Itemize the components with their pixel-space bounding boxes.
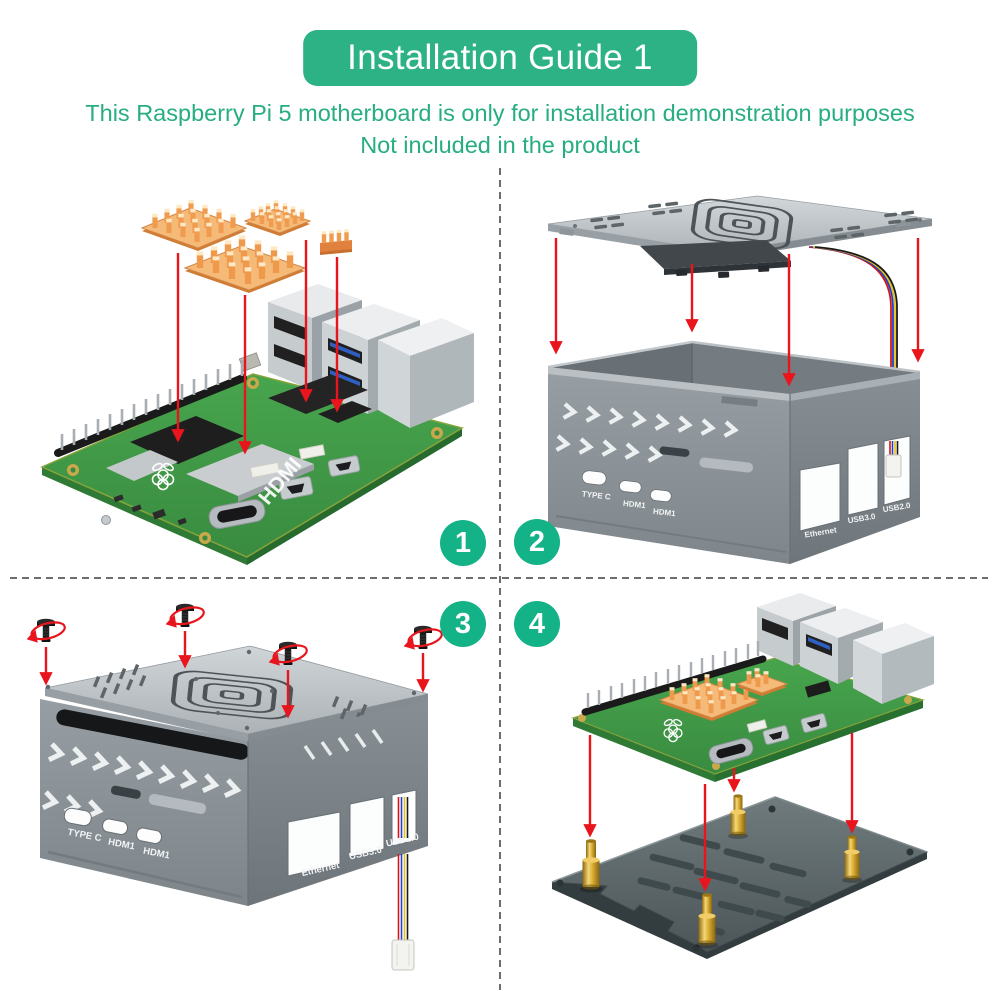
usb-c-port	[708, 737, 754, 765]
brass-standoff	[728, 794, 748, 839]
title-banner: Installation Guide 1	[303, 30, 697, 86]
assembled-case: TYPE C HDM1 HDM1 Ethernet USB3.0 USB2.0	[40, 645, 429, 906]
fan-cable	[808, 246, 898, 376]
gpio-header	[581, 641, 767, 716]
lid-vent-slots	[590, 201, 919, 240]
rotate-arrow-icon	[268, 644, 308, 666]
ethernet-port	[853, 623, 934, 704]
step-badge-3: 3	[440, 601, 486, 647]
screw	[26, 618, 66, 643]
rotate-arrow-icon	[26, 621, 66, 643]
port-label-hdmi1: HDM1	[107, 837, 136, 853]
type-c-cutout	[581, 470, 607, 486]
hdmi-cutout	[102, 818, 129, 835]
pin-header	[804, 680, 832, 698]
hdmi-cutout	[649, 489, 672, 503]
micro-hdmi-port	[327, 455, 361, 477]
usb-c-port	[208, 499, 266, 529]
micro-hdmi-port	[800, 713, 828, 733]
step-badge-1: 1	[440, 520, 486, 566]
csi-connector	[746, 719, 768, 733]
wifi-shield	[106, 450, 178, 481]
disclaimer-line-1: This Raspberry Pi 5 motherboard is only …	[85, 100, 915, 126]
raspberry-pi-logo-icon	[663, 718, 683, 743]
power-chip	[318, 401, 372, 423]
step-2-figure: TYPE C HDM1 HDM1 Ethernet USB3.0 USB2.0	[547, 195, 933, 564]
brass-standoffs	[580, 794, 862, 949]
screw	[268, 641, 308, 666]
fan-cutout-icon	[690, 198, 794, 250]
copper-heatsink-small	[735, 668, 789, 696]
rotate-arrow-icon	[165, 606, 205, 628]
soc-chip	[130, 416, 244, 464]
brass-standoff	[696, 893, 718, 949]
case-body: TYPE C HDM1 HDM1 Ethernet USB3.0 USB2.0	[547, 340, 921, 564]
chevron-vents	[555, 402, 739, 463]
io-chip	[268, 375, 368, 414]
step-number: 3	[454, 607, 472, 640]
red-arrows	[549, 238, 925, 387]
fan-cable	[391, 797, 415, 971]
usb3-cutout	[847, 442, 879, 516]
step-1-figure: HDMI	[40, 199, 474, 565]
port-label-hdmi2: HDM1	[653, 507, 677, 519]
copper-heatsink	[658, 674, 760, 721]
screws	[26, 603, 443, 666]
lid-vent-slots	[92, 664, 368, 724]
type-c-cutout	[63, 807, 92, 827]
fan-connector	[885, 441, 902, 478]
front-slot	[56, 709, 250, 760]
ethernet-cutout	[287, 811, 341, 877]
step-3-figure: TYPE C HDM1 HDM1 Ethernet USB3.0 USB2.0	[26, 603, 443, 971]
micro-hdmi-port	[762, 725, 790, 745]
hdmi-cutout	[618, 480, 642, 494]
fan-connector	[391, 939, 415, 971]
port-label-type-c: TYPE C	[581, 489, 611, 501]
brass-standoff	[842, 835, 862, 883]
usb3-cutout	[349, 796, 385, 858]
step-number: 1	[454, 526, 472, 559]
copper-heatsink-1	[140, 199, 248, 251]
step-badge-4: 4	[514, 601, 560, 647]
screw	[165, 603, 205, 628]
raspberry-pi-board-with-heatsinks	[571, 593, 934, 782]
gpio-header	[54, 360, 247, 457]
copper-heatsink-2	[243, 200, 312, 236]
small-components	[101, 494, 187, 526]
csi-connector	[249, 461, 281, 479]
step-number: 4	[528, 607, 546, 640]
step-4-figure	[551, 593, 934, 959]
hdmi-cutout	[136, 827, 163, 844]
copper-heatsink-small	[320, 229, 352, 255]
vertical-divider	[499, 168, 501, 990]
fan-cutout-icon	[170, 670, 294, 720]
ram-chip	[186, 444, 314, 496]
csi-connector	[298, 444, 326, 460]
red-arrows	[171, 240, 344, 455]
raspberry-pi-board: HDMI	[40, 284, 474, 565]
micro-hdmi-port	[278, 476, 314, 500]
disclaimer-line-2: Not included in the product	[360, 132, 640, 158]
disclaimer-text: This Raspberry Pi 5 motherboard is only …	[0, 97, 1000, 161]
side-vent-slashes	[303, 729, 384, 760]
cooling-fan	[640, 240, 791, 278]
port-label-hdmi2: HDM1	[142, 846, 171, 862]
red-arrows	[583, 733, 859, 892]
brass-standoff	[580, 839, 602, 893]
red-arrows	[39, 631, 430, 719]
step-number: 2	[528, 525, 546, 558]
ethernet-port	[378, 318, 474, 428]
ethernet-cutout	[799, 462, 841, 532]
port-label-hdmi1: HDM1	[623, 499, 647, 511]
step-badge-2: 2	[514, 519, 560, 565]
raspberry-pi-logo-icon	[151, 462, 175, 491]
horizontal-divider	[10, 577, 988, 579]
screw	[403, 625, 443, 650]
page-title: Installation Guide 1	[347, 38, 653, 77]
